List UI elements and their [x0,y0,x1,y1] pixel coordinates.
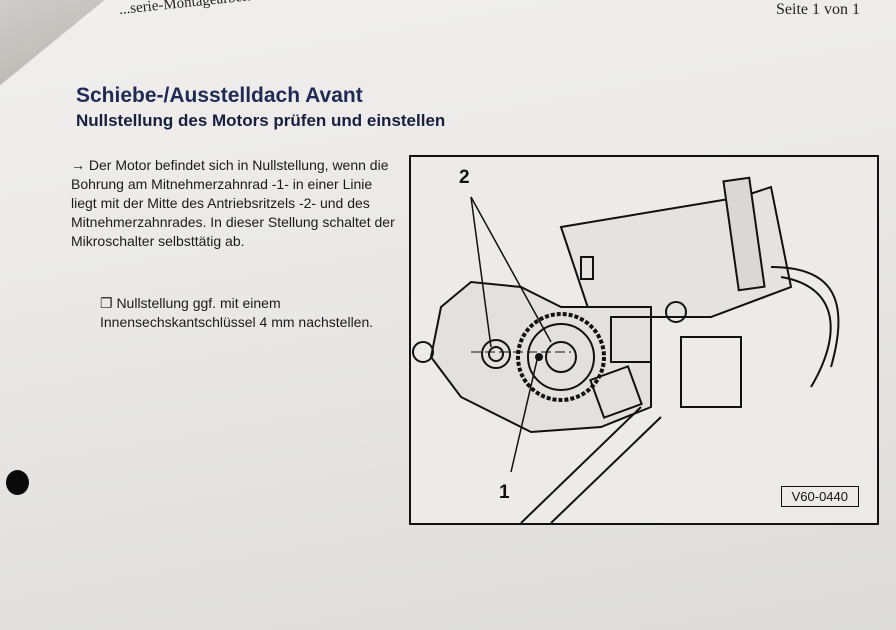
motor-illustration [412,176,840,523]
motor-diagram: 2 1 V60-0440 [409,155,879,525]
callout-label-2: 2 [459,167,470,188]
callout-label-1: 1 [499,482,510,503]
page-subtitle: Nullstellung des Motors prüfen und einst… [76,111,446,130]
figure-code: V60-0440 [780,486,859,507]
page-title: Schiebe-/Ausstelldach Avant [76,84,363,107]
instruction-note: ❐ Nullstellung ggf. mit einem Innensechs… [100,295,374,330]
instruction-paragraph: → Der Motor befindet sich in Nullstellun… [71,157,395,249]
punch-hole [6,470,29,495]
page-indicator: Seite 1 von 1 [776,1,860,18]
